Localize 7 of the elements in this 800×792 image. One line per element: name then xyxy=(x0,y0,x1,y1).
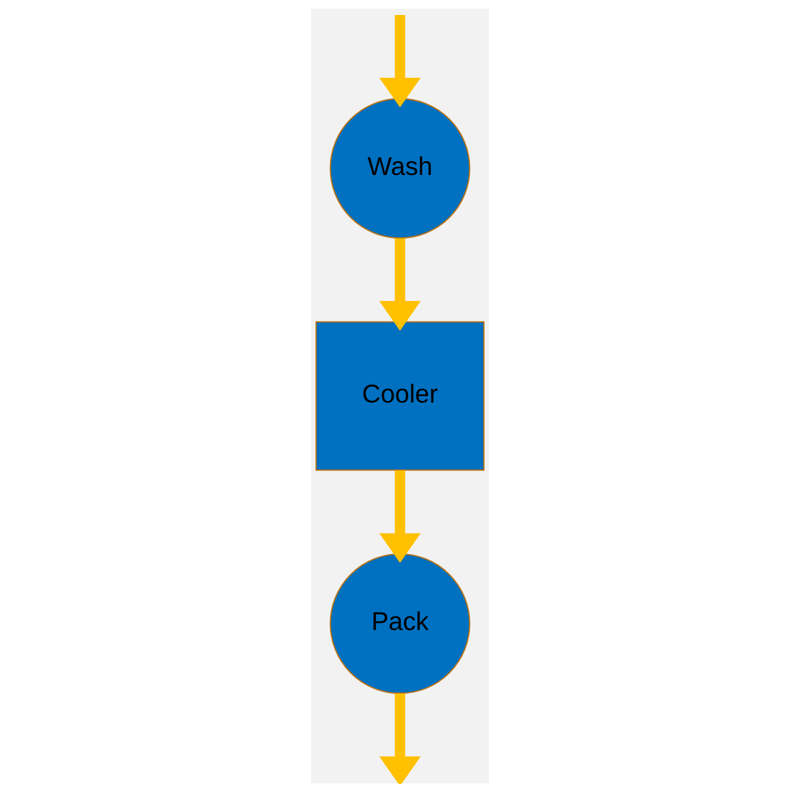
node-box: Cooler xyxy=(316,321,484,471)
node-circle: Wash xyxy=(330,98,470,239)
arrow xyxy=(379,693,421,784)
arrow xyxy=(379,470,421,563)
arrow xyxy=(379,238,421,331)
arrow xyxy=(379,14,421,108)
node-circle: Pack xyxy=(330,553,470,694)
